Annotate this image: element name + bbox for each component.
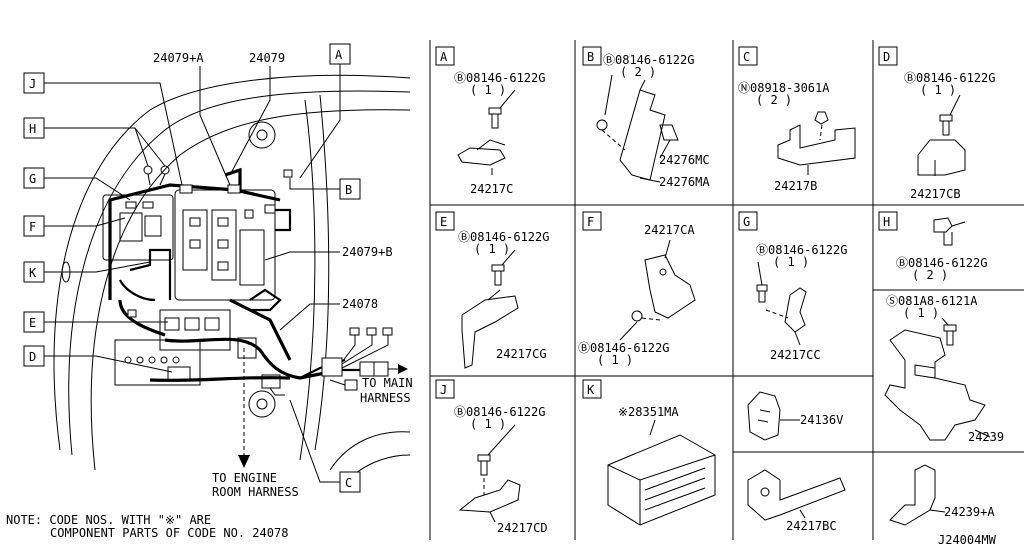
panel-j-bolt: Ⓑ08146-6122G [454,405,545,419]
panel-s-qty: ( 1 ) [903,306,939,320]
panel-d-bolt: Ⓑ08146-6122G [904,71,995,85]
panel-s-bolt: Ⓢ081A8-6121A [886,294,978,308]
panel-c-part: 24217B [774,179,817,193]
panel-e-part: 24217CG [496,347,547,361]
panel-d: D Ⓑ08146-6122G ( 1 ) 24217CB [878,46,995,201]
panel-grid [429,40,1024,540]
callout-b: B [345,183,352,197]
panel-k: K ※28351MA [582,379,716,526]
note-line2: COMPONENT PARTS OF CODE NO. 24078 [50,526,288,540]
panel-24239a: 24239+A [889,464,995,526]
panel-j: J Ⓑ08146-6122G ( 1 ) 24217CD [435,379,548,535]
panel-c: C Ⓝ08918-3061A ( 2 ) 24217B [738,46,856,193]
panel-c-qty: ( 2 ) [756,93,792,107]
callout-h: H [29,122,36,136]
panel-g-part: 24217CC [770,348,821,362]
to-engine-line2: ROOM HARNESS [212,485,299,499]
panel-e: E Ⓑ08146-6122G ( 1 ) 24217CG [435,211,549,369]
panel-k-tag: K [587,383,595,397]
panel-b-part1: 24276MC [659,153,710,167]
panel-b-part2: 24276MA [659,175,710,189]
callout-d: D [29,350,36,364]
panel-24239: Ⓢ081A8-6121A ( 1 ) 24239 [884,294,1004,444]
callout-e: E [29,316,36,330]
main-view [53,74,411,489]
callout-j: J [29,77,36,91]
panel-g-bolt: Ⓑ08146-6122G [756,243,847,257]
panel-h-qty: ( 2 ) [912,268,948,282]
diagram-code: J24004MW [938,533,997,547]
callout-a: A [335,48,343,62]
panel-b-bolt: Ⓑ08146-6122G [603,53,694,67]
panel-e-tag: E [440,215,447,229]
panel-a-tag: A [440,50,448,64]
panel-v-part: 24136V [800,413,843,427]
panel-b-qty: ( 2 ) [620,65,656,79]
panel-bc-part: 24217BC [786,519,837,533]
panel-a-part: 24217C [470,182,513,196]
panel-d-part: 24217CB [910,187,961,201]
panel-f-part: 24217CA [644,223,695,237]
panel-a2-part: 24239+A [944,505,995,519]
panel-b: B Ⓑ08146-6122G ( 2 ) 24276MC 24276MA [582,46,710,189]
label-24079: 24079 [249,51,285,65]
panel-c-bolt: Ⓝ08918-3061A [738,81,830,95]
panel-h-tag: H [883,215,890,229]
main-part-labels: 24079+A 24079 24079+B 24078 TO MAIN HARN… [6,51,413,540]
panel-g-tag: G [743,215,750,229]
panel-e-bolt: Ⓑ08146-6122G [458,230,549,244]
label-24078: 24078 [342,297,378,311]
panel-f-qty: ( 1 ) [597,353,633,367]
to-main-line2: HARNESS [360,391,411,405]
panel-b-tag: B [587,50,594,64]
panel-j-qty: ( 1 ) [470,417,506,431]
callout-c: C [345,476,352,490]
panel-c-tag: C [743,50,750,64]
callout-k: K [29,266,37,280]
panel-24217bc: 24217BC [747,469,846,533]
to-engine-line1: TO ENGINE [212,471,277,485]
panel-d-tag: D [883,50,890,64]
note-line1: NOTE: CODE NOS. WITH "※" ARE [6,513,211,527]
label-24079a: 24079+A [153,51,204,65]
panel-h: H Ⓑ08146-6122G ( 2 ) [878,211,987,282]
panel-h-bolt: Ⓑ08146-6122G [896,256,987,270]
panel-g-qty: ( 1 ) [773,255,809,269]
panel-a-bolt: Ⓑ08146-6122G [454,71,545,85]
panel-d-qty: ( 1 ) [920,83,956,97]
panel-e-qty: ( 1 ) [474,242,510,256]
panel-f-bolt: Ⓑ08146-6122G [578,341,669,355]
callout-leaders [44,64,341,483]
panel-s-part: 24239 [968,430,1004,444]
callout-boxes: A B C D E F G H J K [23,43,361,493]
panel-g: G Ⓑ08146-6122G ( 1 ) 24217CC [738,211,847,362]
callout-f: F [29,220,36,234]
to-main-line1: TO MAIN [362,376,413,390]
panel-a-qty: ( 1 ) [470,83,506,97]
label-24079b: 24079+B [342,245,393,259]
panel-k-part: ※28351MA [618,405,679,419]
panel-f: F 24217CA Ⓑ08146-6122G ( 1 ) [578,211,696,367]
panel-24136v: 24136V [747,391,843,441]
panel-f-tag: F [587,215,594,229]
panel-j-tag: J [440,383,447,397]
callout-g: G [29,172,36,186]
panel-a: A Ⓑ08146-6122G ( 1 ) 24217C [435,46,545,196]
panel-j-part: 24217CD [497,521,548,535]
